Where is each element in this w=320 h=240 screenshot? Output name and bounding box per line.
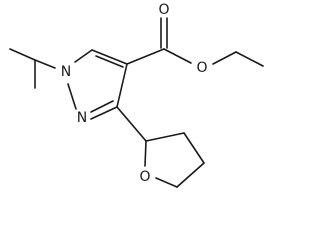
bond-n2-n1 [67,83,77,110]
atom-label-n2: N [77,110,87,126]
bond-c4-c3 [116,63,128,108]
molecule-structure: N N O O O [9,2,264,188]
bond-isopropyl-methyl-left [9,48,36,61]
bond-carbonyl-to-ester-o [163,48,192,64]
bond-thf-c5-o [155,177,178,188]
bond-c5-c4-double [95,55,124,68]
atom-label-ring-oxygen: O [139,169,150,185]
bond-c3-n2 [90,106,118,120]
bond-c3-n2-double [90,100,114,113]
bond-thf-o-c2 [144,140,147,167]
bond-thf-c3-c4 [183,132,205,164]
bond-thf-c4-c5 [176,162,205,188]
atom-label-carbonyl-oxygen: O [158,2,169,18]
bond-ch2-ch3 [235,51,264,67]
atom-label-n1: N [61,64,71,80]
bond-c5-c4 [91,49,128,65]
structure-canvas: N N O O O [9,2,264,188]
bond-thf-c2-c3 [145,132,185,142]
bond-ester-o-ch2 [212,51,237,65]
bond-c4-carbonyl-c [126,48,165,65]
atom-label-ester-oxygen: O [196,60,207,76]
bond-n1-c5 [74,49,93,63]
bond-c3-thf-c2 [116,106,147,142]
bond-isopropyl-to-n1 [34,59,56,69]
